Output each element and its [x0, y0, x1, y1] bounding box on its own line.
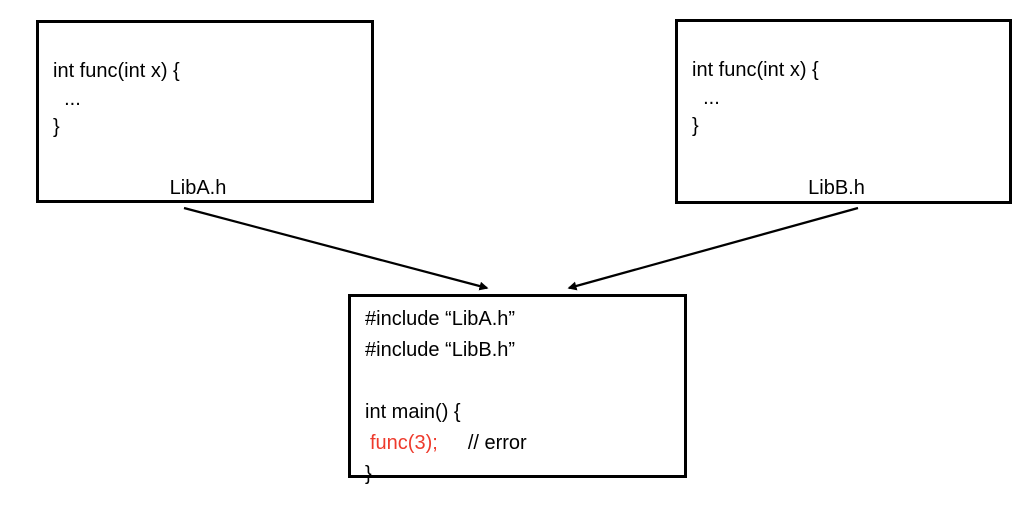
func-call-error-text: func(3); [370, 432, 438, 454]
main-blank-line [365, 366, 684, 397]
main-source-box: #include “LibA.h” #include “LibB.h” int … [348, 294, 687, 485]
arrow-libb-to-main [567, 206, 859, 291]
error-comment-text: // error [467, 432, 527, 454]
libb-code-line: } [692, 115, 699, 137]
arrow-liba-to-main [183, 206, 489, 291]
liba-header-box: int func(int x) { ... } [36, 20, 374, 203]
liba-file-label: LibA.h [169, 177, 227, 199]
liba-code-line: int func(int x) { [53, 60, 180, 82]
main-close-line: } [365, 463, 372, 485]
libb-code-line: ... [692, 87, 720, 109]
libb-header-box: int func(int x) { ... } [675, 19, 1012, 204]
liba-code-line: ... [53, 88, 81, 110]
main-func-call-line: func(3); // error [365, 428, 684, 459]
libb-code-line: int func(int x) { [692, 59, 819, 81]
main-open-line: int main() { [365, 401, 461, 423]
libb-file-label: LibB.h [808, 177, 865, 199]
liba-code-line: } [53, 116, 60, 138]
main-include-liba-line: #include “LibA.h” [365, 308, 516, 330]
main-include-libb-line: #include “LibB.h” [365, 339, 516, 361]
